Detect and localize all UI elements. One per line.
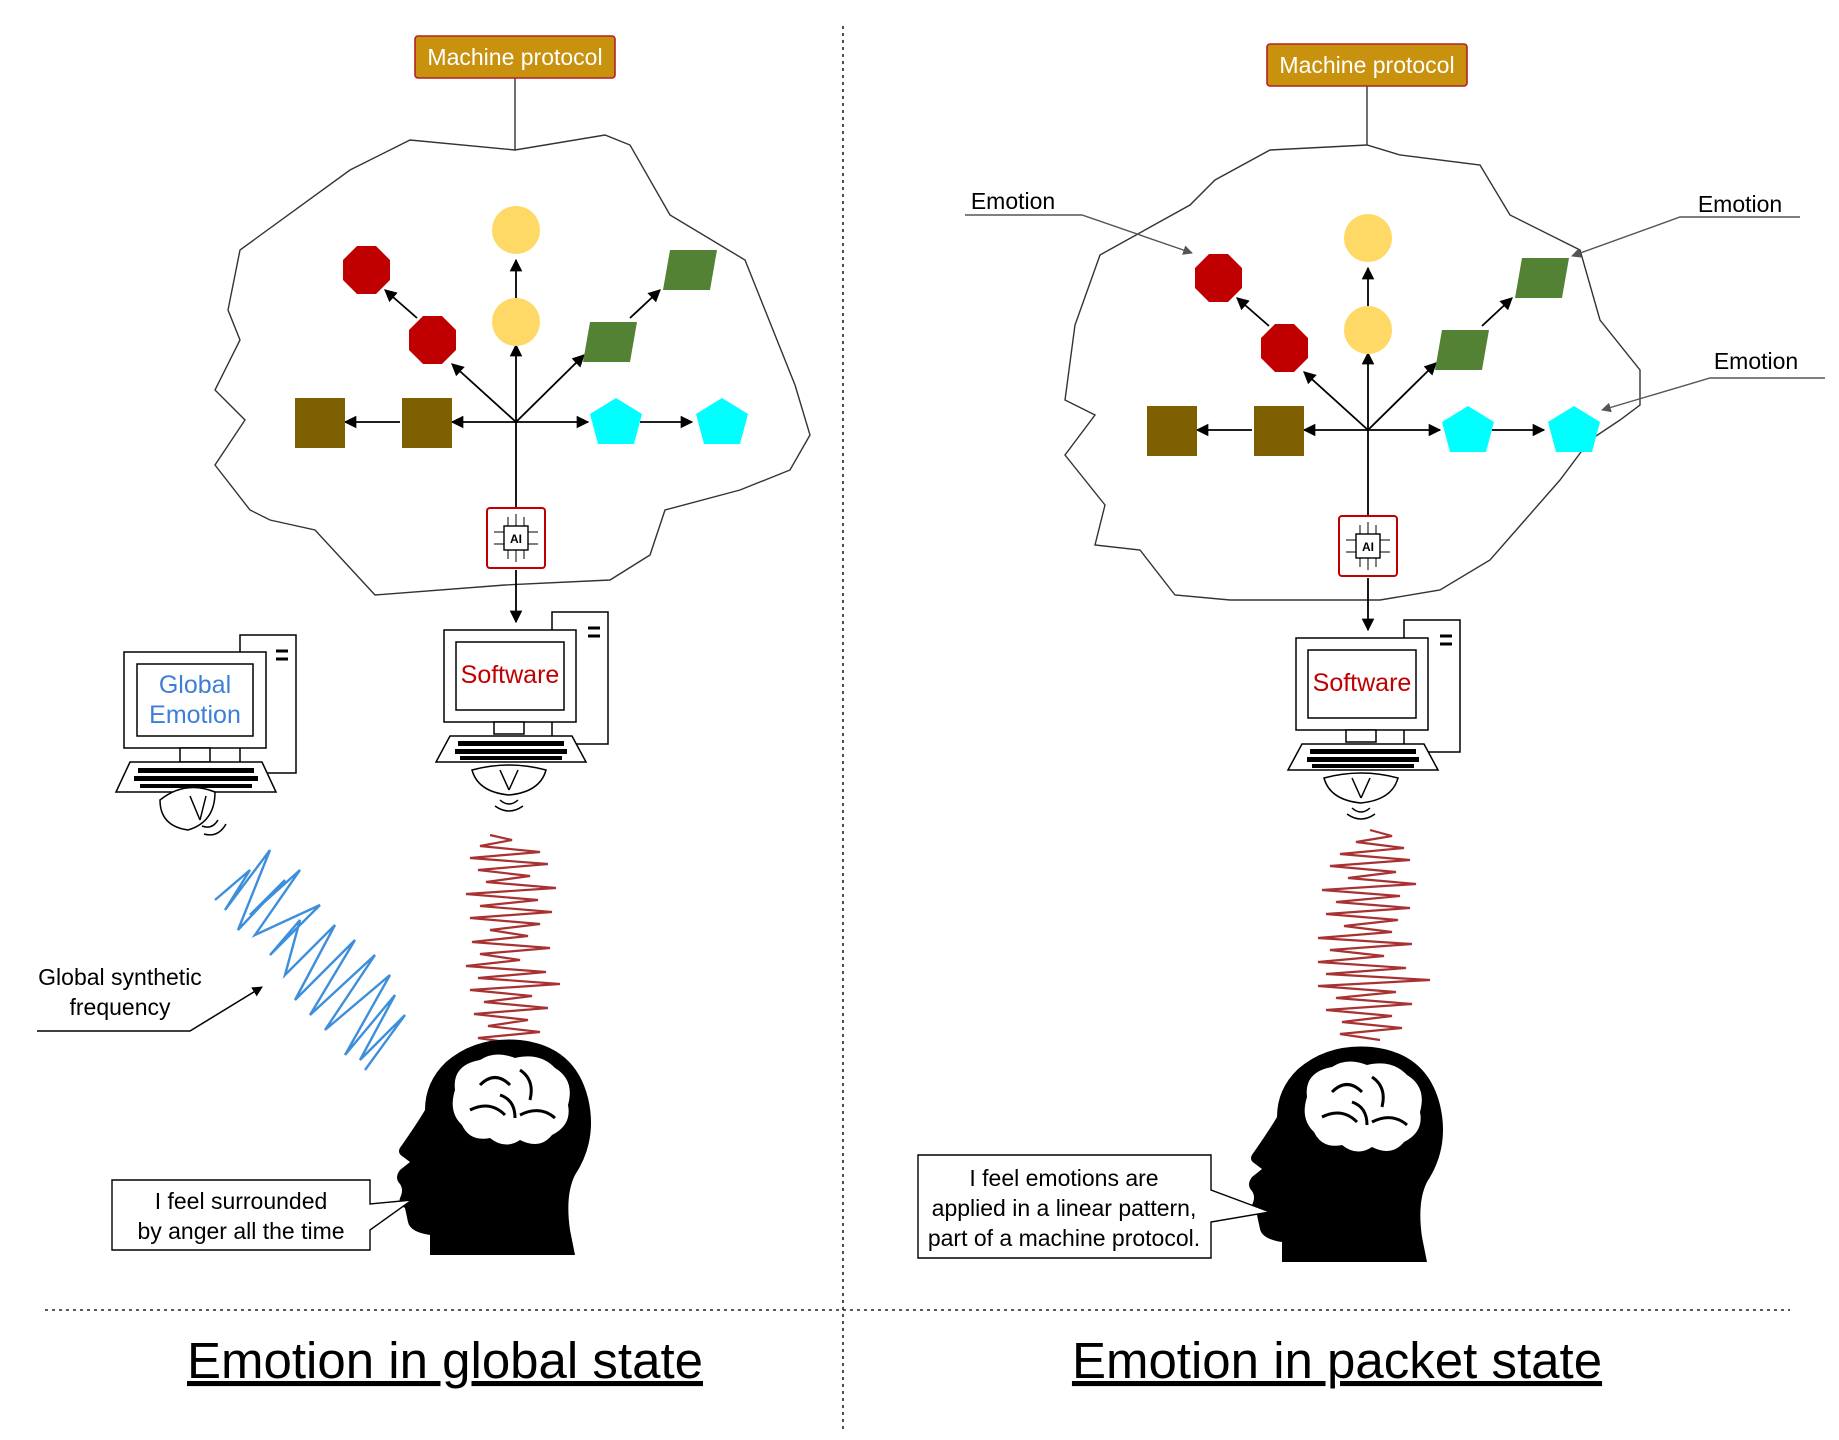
emotion-callouts: Emotion Emotion Emotion — [965, 188, 1825, 413]
global-frequency-wave — [214, 849, 406, 1071]
emotion-label-right-bottom: Emotion — [1714, 348, 1798, 374]
human-head-icon — [397, 1039, 592, 1255]
red-octagon-outer — [1195, 254, 1242, 302]
global-emotion-label-line1: Global — [159, 671, 231, 699]
global-emotion-label-line2: Emotion — [149, 701, 241, 729]
red-octagon-outer — [343, 246, 390, 294]
packet-arrows — [343, 258, 694, 624]
software-frequency-wave — [1317, 828, 1431, 1042]
software-label: Software — [461, 661, 560, 689]
ai-chip-icon: AI — [1338, 515, 1398, 577]
global-emotion-computer-icon — [114, 634, 297, 836]
red-octagon-inner — [409, 316, 456, 364]
speech-bubble-global: I feel surrounded by anger all the time — [111, 1179, 415, 1251]
cyan-pentagon-outer — [696, 398, 748, 444]
cyan-pentagon-inner — [1442, 406, 1494, 452]
software-computer-icon — [1286, 619, 1461, 820]
speech-line2: by anger all the time — [137, 1218, 344, 1244]
machine-protocol-label: Machine protocol — [1279, 52, 1454, 78]
emotion-label-left: Emotion — [971, 188, 1055, 214]
yellow-circle-outer — [1344, 214, 1392, 262]
software-frequency-wave — [465, 833, 561, 1046]
frequency-callout: Global synthetic frequency — [37, 964, 263, 1032]
yellow-circle-inner — [1344, 306, 1392, 354]
brown-square-inner — [402, 398, 452, 448]
machine-protocol-box: Machine protocol — [1266, 43, 1468, 87]
green-parallelogram-outer — [1515, 258, 1569, 298]
brown-square-outer — [295, 398, 345, 448]
panel-global: Machine protocol — [37, 35, 811, 1389]
speech-bubble-packet: I feel emotions are applied in a linear … — [917, 1154, 1273, 1259]
caption-global: Emotion in global state — [187, 1332, 703, 1389]
speech-line1: I feel surrounded — [155, 1188, 328, 1214]
green-parallelogram-inner — [1435, 330, 1489, 370]
cyan-pentagon-outer — [1548, 406, 1600, 452]
speech-line2: applied in a linear pattern, — [932, 1195, 1197, 1221]
speech-line1: I feel emotions are — [969, 1165, 1158, 1191]
panel-packet: Machine protocol — [917, 43, 1825, 1389]
svg-text:AI: AI — [1362, 540, 1374, 554]
software-label: Software — [1313, 669, 1412, 697]
machine-protocol-box: Machine protocol — [414, 35, 616, 79]
emotion-label-right-top: Emotion — [1698, 191, 1782, 217]
software-computer-icon — [434, 611, 609, 812]
frequency-label-line2: frequency — [69, 994, 171, 1020]
frequency-label-line1: Global synthetic — [38, 964, 202, 990]
cyan-pentagon-inner — [590, 398, 642, 444]
human-head-icon — [1249, 1046, 1444, 1262]
brown-square-outer — [1147, 406, 1197, 456]
ai-chip-icon: AI — [486, 507, 546, 569]
packet-arrows — [1195, 266, 1546, 632]
green-parallelogram-outer — [663, 250, 717, 290]
green-parallelogram-inner — [583, 322, 637, 362]
speech-line3: part of a machine protocol. — [928, 1225, 1200, 1251]
svg-text:AI: AI — [510, 532, 522, 546]
machine-protocol-label: Machine protocol — [427, 44, 602, 70]
red-octagon-inner — [1261, 324, 1308, 372]
yellow-circle-inner — [492, 298, 540, 346]
yellow-circle-outer — [492, 206, 540, 254]
brown-square-inner — [1254, 406, 1304, 456]
caption-packet: Emotion in packet state — [1072, 1332, 1602, 1389]
